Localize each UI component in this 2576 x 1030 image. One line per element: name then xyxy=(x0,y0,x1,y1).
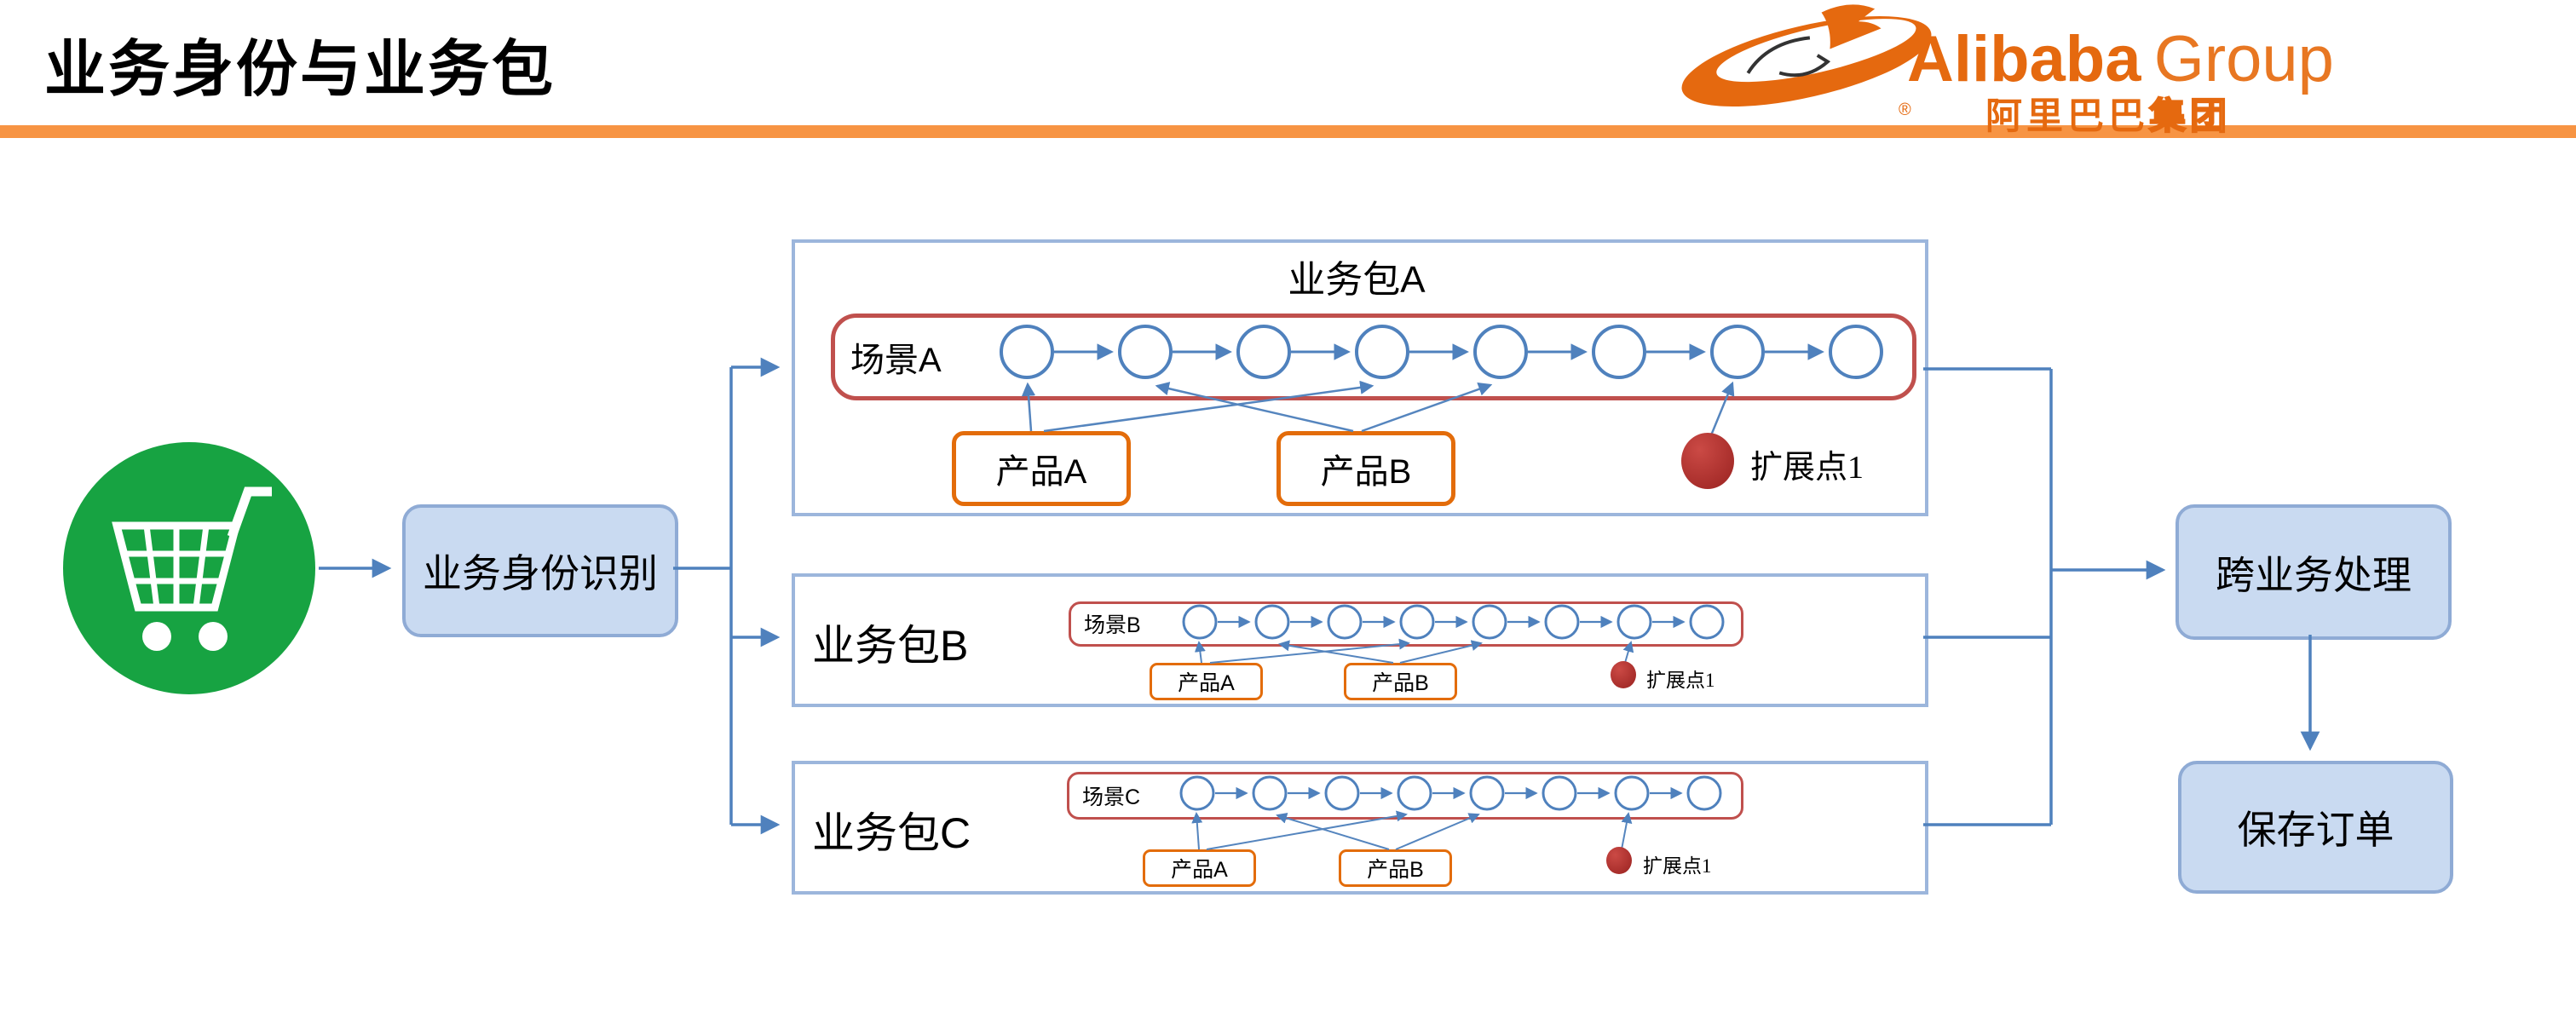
scene-a-label: 场景A xyxy=(850,342,942,379)
logo-chinese-solid: 阿里巴巴 xyxy=(1985,96,2149,137)
product-label: 产品B xyxy=(1320,453,1412,491)
product-label: 产品B xyxy=(1367,858,1424,882)
product-label: 产品B xyxy=(1372,671,1429,695)
scene-c-frame xyxy=(1067,772,1743,820)
product-label: 产品A xyxy=(995,453,1087,491)
package-c-title: 业务包C xyxy=(812,809,971,857)
identify-box-label: 业务身份识别 xyxy=(423,551,658,596)
product-label: 产品A xyxy=(1171,858,1228,882)
package-a-extension-label: 扩展点1 xyxy=(1750,450,1864,486)
save-order-label: 保存订单 xyxy=(2237,808,2394,852)
scene-c-label: 场景C xyxy=(1082,785,1141,809)
scene-b-label: 场景B xyxy=(1084,613,1141,637)
scene-b-frame xyxy=(1069,601,1743,647)
registered-mark: ® xyxy=(1899,101,1911,119)
logo-chinese-outline: 集团 xyxy=(2148,95,2231,138)
scene-a-frame xyxy=(831,314,1916,400)
package-c-extension-label: 扩展点1 xyxy=(1643,855,1712,877)
identify-box: 业务身份识别 xyxy=(402,504,678,637)
package-a-product-b-box: 产品B xyxy=(1276,431,1455,506)
cross-business-box: 跨业务处理 xyxy=(2175,504,2452,640)
save-order-box: 保存订单 xyxy=(2178,761,2453,894)
shopping-cart-icon xyxy=(112,486,272,651)
package-c-product-b-box: 产品B xyxy=(1339,849,1452,887)
package-b-product-b-box: 产品B xyxy=(1344,663,1457,700)
page-title: 业务身份与业务包 xyxy=(44,36,556,104)
logo-brand-text: Alibaba xyxy=(1907,23,2141,95)
package-a-product-a-box: 产品A xyxy=(952,431,1131,506)
package-b-product-a-box: 产品A xyxy=(1150,663,1263,700)
package-a-title: 业务包A xyxy=(1288,259,1426,301)
package-b-title: 业务包B xyxy=(812,622,969,670)
logo-group-text: Group xyxy=(2153,23,2334,95)
entry-circle xyxy=(63,442,315,694)
cross-business-label: 跨业务处理 xyxy=(2216,552,2412,597)
alibaba-logo-wordmark: Alibaba Group xyxy=(1907,22,2334,96)
product-label: 产品A xyxy=(1178,671,1235,695)
package-c-product-a-box: 产品A xyxy=(1143,849,1256,887)
accent-divider-bar xyxy=(0,125,2576,138)
alibaba-logo-chinese: 阿里巴巴集团 xyxy=(1985,87,2231,140)
package-b-extension-label: 扩展点1 xyxy=(1646,670,1715,691)
